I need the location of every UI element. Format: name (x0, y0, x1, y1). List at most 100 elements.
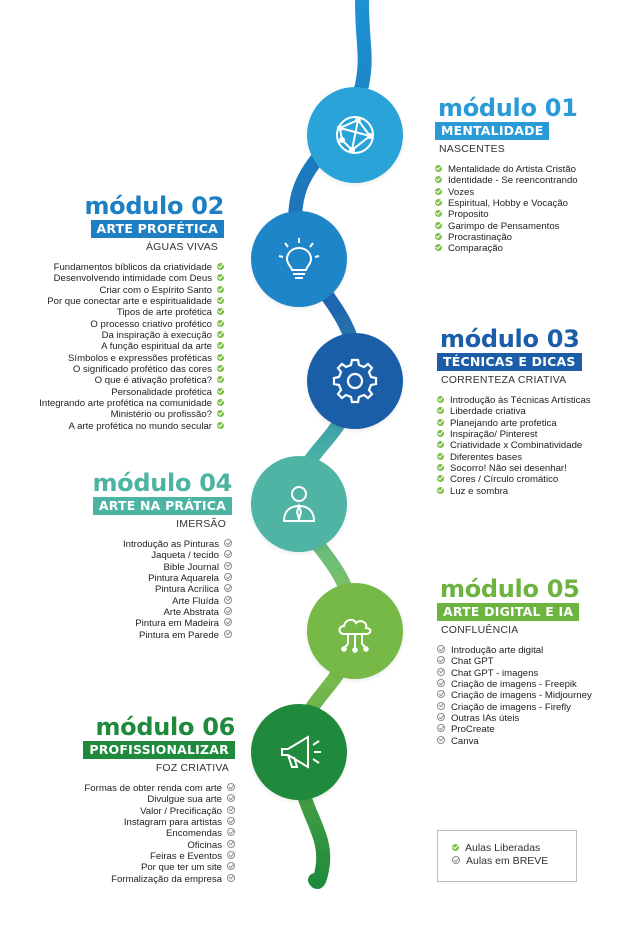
person-tie-icon (282, 486, 316, 523)
module-title: módulo 06 (95, 713, 235, 741)
check-outline-icon (437, 724, 445, 733)
check-icon (217, 308, 224, 316)
module-06: módulo 06 PROFISSIONALIZAR FOZ CRIATIVA … (83, 714, 235, 885)
check-outline-icon (224, 595, 232, 604)
lesson-label: Criar com o Espírito Santo (99, 284, 212, 296)
lesson-label: Introdução às Técnicas Artísticas (450, 395, 591, 406)
check-icon (435, 244, 442, 252)
check-outline-icon (437, 701, 445, 710)
check-icon (437, 407, 444, 415)
lesson-label: ProCreate (451, 724, 495, 736)
lesson-item: Criação de imagens - Firefly (437, 701, 592, 713)
module-label: ARTE NA PRÁTICA (92, 497, 232, 515)
lesson-label: Formalização da empresa (111, 873, 222, 885)
lesson-label: Cores / Círculo cromático (450, 474, 559, 486)
legend-label: Aulas em BREVE (466, 855, 549, 867)
lesson-label: Chat GPT (451, 656, 494, 668)
module-label: ARTE PROFÉTICA (90, 220, 224, 238)
check-icon (437, 418, 444, 426)
check-outline-icon (224, 550, 232, 559)
lesson-label: Tipos de arte profética (116, 307, 212, 319)
module-01-icon-circle (307, 87, 403, 183)
lesson-label: Garimpo de Pensamentos (448, 220, 560, 232)
lesson-item: Arte Abstrata (92, 607, 232, 618)
lesson-item: Cores / Círculo cromático (437, 474, 591, 485)
lesson-label: Pintura em Parede (139, 629, 219, 641)
lesson-item: Mentalidade do Artista Cristão (435, 164, 578, 175)
check-icon (435, 221, 442, 229)
check-icon (437, 430, 444, 438)
lesson-label: Da inspiração à execução (101, 330, 212, 342)
cloud-network-icon (338, 618, 372, 653)
check-icon (217, 399, 224, 407)
lesson-item: Tipos de arte profética (39, 307, 224, 318)
lesson-item: Diferentes bases (437, 452, 591, 463)
module-label: PROFISSIONALIZAR (83, 741, 235, 759)
lesson-item: Pintura Aquarela (92, 573, 232, 584)
check-icon (437, 475, 444, 483)
lesson-label: Criação de imagens - Firefly (451, 701, 571, 713)
legend: Aulas Liberadas Aulas em BREVE (437, 830, 577, 882)
check-outline-icon (437, 679, 445, 688)
module-label: MENTALIDADE (435, 122, 550, 140)
check-icon (217, 342, 224, 350)
lesson-label: Diferentes bases (450, 451, 522, 463)
lesson-item: Espiritual, Hobby e Vocação (435, 198, 578, 209)
lesson-label: Inspiração/ Pinterest (450, 429, 538, 441)
lesson-label: Procrastinação (448, 232, 512, 244)
module-subtitle: IMERSÃO (176, 518, 226, 530)
globe-network-icon (336, 116, 374, 154)
gear-icon (332, 358, 378, 404)
lesson-label: Luz e sombra (450, 485, 509, 497)
lesson-item: Ministério ou profissão? (39, 409, 224, 420)
check-icon (217, 285, 224, 293)
lesson-item: Vozes (435, 187, 578, 198)
check-outline-icon (224, 607, 232, 616)
check-outline-icon (227, 794, 235, 803)
check-outline-icon (227, 839, 235, 848)
lesson-label: Integrando arte profética na comunidade (39, 398, 212, 410)
lesson-item: Pintura Acrílica (92, 584, 232, 595)
check-icon (217, 365, 224, 373)
module-subtitle: FOZ CRIATIVA (155, 762, 229, 774)
lesson-label: Criação de imagens - Freepik (451, 679, 577, 691)
module-subtitle: CORRENTEZA CRIATIVA (441, 374, 567, 386)
module-label: ARTE DIGITAL E IA (437, 603, 580, 621)
lesson-item: Feiras e Eventos (83, 851, 235, 862)
lesson-label: O processo criativo profético (90, 318, 212, 330)
check-icon (435, 199, 442, 207)
check-outline-icon (437, 713, 445, 722)
module-subtitle: ÁGUAS VIVAS (145, 241, 218, 253)
lesson-item: Por que conectar arte e espiritualidade (39, 296, 224, 307)
lesson-label: Arte Fluída (172, 595, 219, 607)
lesson-label: Introdução arte digital (451, 645, 544, 656)
check-icon (452, 844, 459, 851)
check-outline-icon (227, 862, 235, 871)
lesson-item: Introdução arte digital (437, 645, 592, 656)
lesson-item: Comparação (435, 243, 578, 254)
lesson-label: A arte profética no mundo secular (68, 420, 212, 432)
lesson-label: Socorro! Não sei desenhar! (450, 463, 567, 475)
lesson-item: Chat GPT (437, 656, 592, 667)
lesson-item: Pintura em Parede (92, 629, 232, 641)
lesson-label: Identidade - Se reencontrando (448, 175, 578, 187)
lesson-label: Bible Journal (163, 561, 219, 573)
lesson-label: Arte Abstrata (163, 607, 219, 619)
lesson-label: Pintura Aquarela (148, 573, 219, 585)
lesson-item: Criação de imagens - Freepik (437, 679, 592, 690)
lesson-item: Criação de imagens - Midjourney (437, 690, 592, 701)
lesson-label: Comparação (448, 243, 503, 255)
module-subtitle: NASCENTES (439, 143, 505, 155)
check-icon (437, 464, 444, 472)
lesson-item: Formas de obter renda com arte (83, 783, 235, 794)
check-icon (435, 233, 442, 241)
lesson-item: Criatividade x Combinatividade (437, 440, 591, 451)
module-title: módulo 01 (438, 94, 578, 122)
lesson-item: A arte profética no mundo secular (39, 421, 224, 432)
check-icon (437, 396, 444, 403)
lesson-item: Instagram para artistas (83, 817, 235, 828)
module-01: módulo 01 MENTALIDADE NASCENTES Mentalid… (435, 95, 578, 255)
lesson-item: Chat GPT - imagens (437, 667, 592, 679)
